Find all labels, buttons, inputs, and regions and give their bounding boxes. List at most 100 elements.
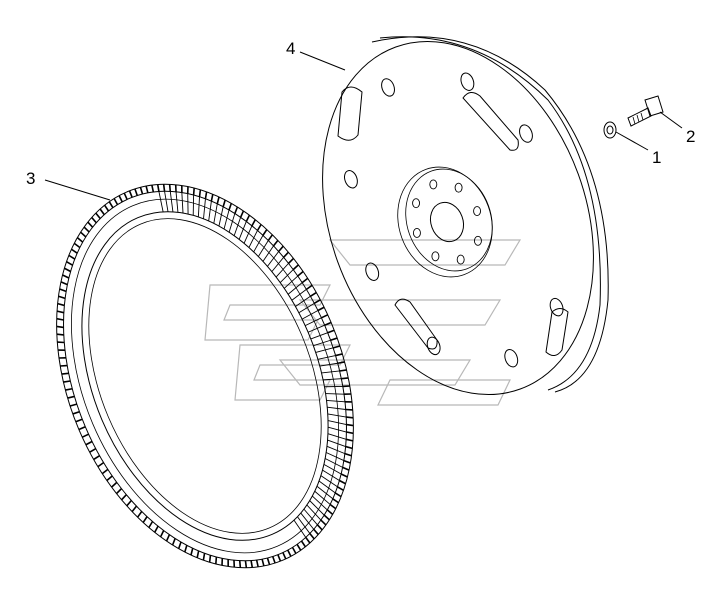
gear-tooth-face [293,519,307,538]
gear-tooth [239,210,245,218]
gear-tooth-face [283,275,299,289]
gear-tooth-face [327,420,347,426]
gear-tooth [238,560,242,568]
plate-hole [504,349,519,368]
gear-tooth-face [323,378,342,381]
gear-tooth-face [181,192,184,214]
gear-tooth [123,192,128,200]
gear-tooth [57,302,65,307]
gear-tooth [309,291,317,297]
gear-teeth [56,184,354,568]
gear-tooth-face [327,433,347,440]
gear-tooth-face [233,217,242,236]
gear-tooth [266,557,271,565]
gear-tooth [101,468,109,475]
gear-tooth [234,206,239,214]
flywheel-plate [322,36,609,396]
gear-tooth-face [321,370,340,374]
gear-tooth [277,554,282,562]
gear-tooth-face [318,480,336,494]
gear-tooth-face [327,406,346,410]
watermark-logo [204,239,522,406]
gear-tooth [278,245,284,253]
gear-tooth [108,201,114,209]
gear-tooth-face [300,512,315,530]
gear-tooth-face [253,235,264,253]
gear-tooth-face [164,191,169,212]
gear-tooth [64,267,71,273]
gear-tooth-face [306,504,322,521]
gear-tooth [165,534,171,542]
gear-tooth [131,505,138,513]
leader-lines [44,51,683,201]
gear-tooth-face [320,475,338,488]
gear-tooth [103,204,110,212]
gear-tooth [343,459,351,464]
gear-tooth [91,216,97,224]
gear-tooth [99,208,105,216]
gear-tooth [327,329,335,334]
gear-tooth [120,494,127,501]
gear-tooth [62,274,70,279]
gear-tooth-face [238,221,247,240]
gear-tooth-face [248,230,258,248]
gear-tooth [134,188,139,196]
gear-tooth [204,191,208,199]
ring-gear [56,183,354,569]
gear-tooth [316,524,323,531]
gear-tooth [118,195,123,203]
gear-tooth [251,219,256,227]
gear-tooth [272,239,279,247]
gear-tooth [283,251,290,258]
gear-tooth [321,314,329,319]
gear-tooth [332,498,340,504]
gear-tooth [344,452,352,457]
gear-tooth-face [317,355,336,360]
gear-tooth-face [275,263,289,278]
gear-tooth [216,196,220,204]
gear-tooth [255,559,259,568]
gear-tooth [326,509,334,515]
gear-tooth [287,549,292,557]
gear-tooth-face [326,445,346,455]
gear-tooth [313,528,319,536]
gear-tooth [330,337,338,342]
gear-tooth [309,532,315,540]
gear-tooth [67,395,75,399]
gear-tooth [337,361,345,365]
gear-tooth-face [175,191,179,213]
gear-tooth [177,541,182,549]
gear-tooth [292,264,299,271]
gear-tooth-face [257,240,269,257]
plate-hole [344,170,358,189]
gear-tooth-face [310,332,328,340]
gear-tooth-face [327,413,347,418]
gear-tooth [261,558,265,567]
gear-tooth [60,281,68,286]
gear-tooth [56,310,65,314]
gear-tooth [61,372,69,375]
gear-tooth-face [324,458,343,468]
gear-tooth [300,540,307,548]
hub-hole [473,235,482,246]
gear-tooth [162,184,166,192]
gear-tooth-face [197,196,200,218]
gear-tooth [202,553,206,561]
gear-tooth [282,552,287,560]
gear-tooth [192,187,195,196]
gear-tooth [65,387,73,391]
gear-tooth [80,231,87,238]
gear-tooth [128,190,133,198]
gear-tooth-face [291,289,307,301]
gear-tooth [297,270,304,277]
gear-tooth [139,187,144,195]
gear-tooth [159,530,165,538]
gear-tooth-face [223,209,230,230]
gear-tooth [320,519,327,526]
gear-tooth [136,511,143,518]
plate-hole [549,297,564,317]
hub-bolt-holes [412,179,482,265]
gear-tooth-face [325,452,345,461]
gear-tooth-face [295,295,311,307]
gear-tooth [346,431,354,435]
